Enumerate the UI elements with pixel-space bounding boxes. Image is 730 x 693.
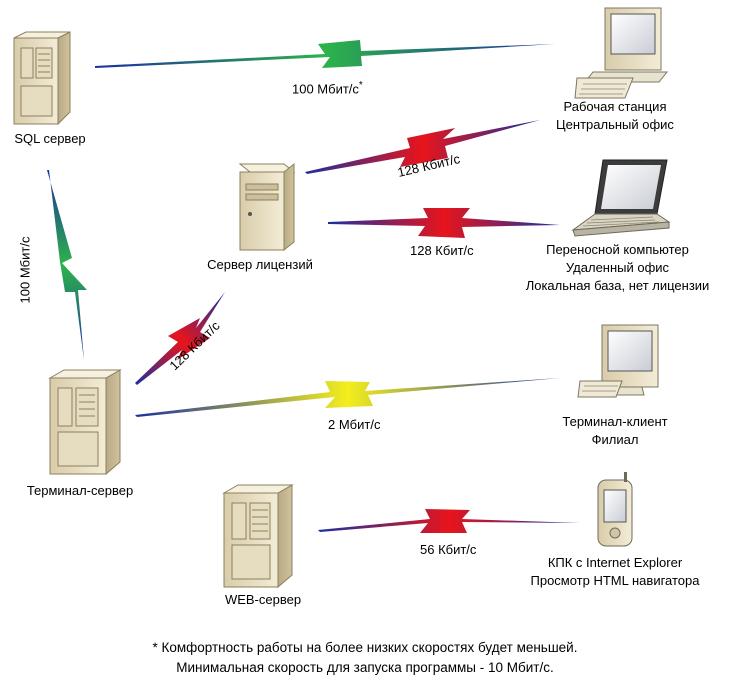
- label-pda: КПК с Internet Explorer Просмотр HTML на…: [530, 555, 700, 588]
- speed-web-pda: 56 Кбит/с: [420, 542, 477, 557]
- web-server-icon: [222, 484, 294, 589]
- link-sql-workstation: [95, 40, 555, 68]
- label-license-server: Сервер лицензий: [207, 257, 313, 272]
- label-terminal-client: Терминал-клиент Филиал: [562, 414, 668, 447]
- speed-license-laptop: 128 Кбит/с: [410, 243, 474, 258]
- footnote-line-2: Минимальная скорость для запуска програм…: [176, 660, 554, 675]
- terminal-server-icon: [48, 369, 122, 476]
- terminal-client-icon: [577, 324, 659, 398]
- pda-icon: [597, 472, 633, 547]
- link-terminal-client: [135, 378, 560, 417]
- footnote-line-1: * Комфортность работы на более низких ск…: [152, 640, 578, 655]
- laptop-icon: [571, 159, 671, 237]
- workstation-icon: [574, 7, 669, 99]
- label-terminal-server: Терминал-сервер: [26, 483, 134, 498]
- speed-sql-workstation: 100 Мбит/с*: [292, 80, 363, 97]
- link-license-laptop: [328, 208, 560, 238]
- link-license-terminal: [135, 292, 225, 385]
- footnote: * Комфортность работы на более низких ск…: [0, 638, 730, 678]
- label-web-server: WEB-сервер: [224, 592, 302, 607]
- speed-sql-terminal: 100 Мбит/с: [17, 236, 33, 304]
- link-license-workstation: [305, 120, 540, 174]
- link-sql-terminal: [47, 170, 87, 360]
- sql-server-icon: [13, 31, 71, 126]
- label-sql-server: SQL сервер: [14, 131, 86, 146]
- label-workstation: Рабочая станция Центральный офис: [556, 99, 674, 132]
- link-web-pda: [318, 509, 580, 533]
- footnote-mark: *: [358, 80, 363, 91]
- license-server-icon: [238, 162, 296, 252]
- label-laptop: Переносной компьютер Удаленный офис Лока…: [525, 242, 710, 293]
- speed-terminal-client: 2 Мбит/с: [328, 417, 381, 432]
